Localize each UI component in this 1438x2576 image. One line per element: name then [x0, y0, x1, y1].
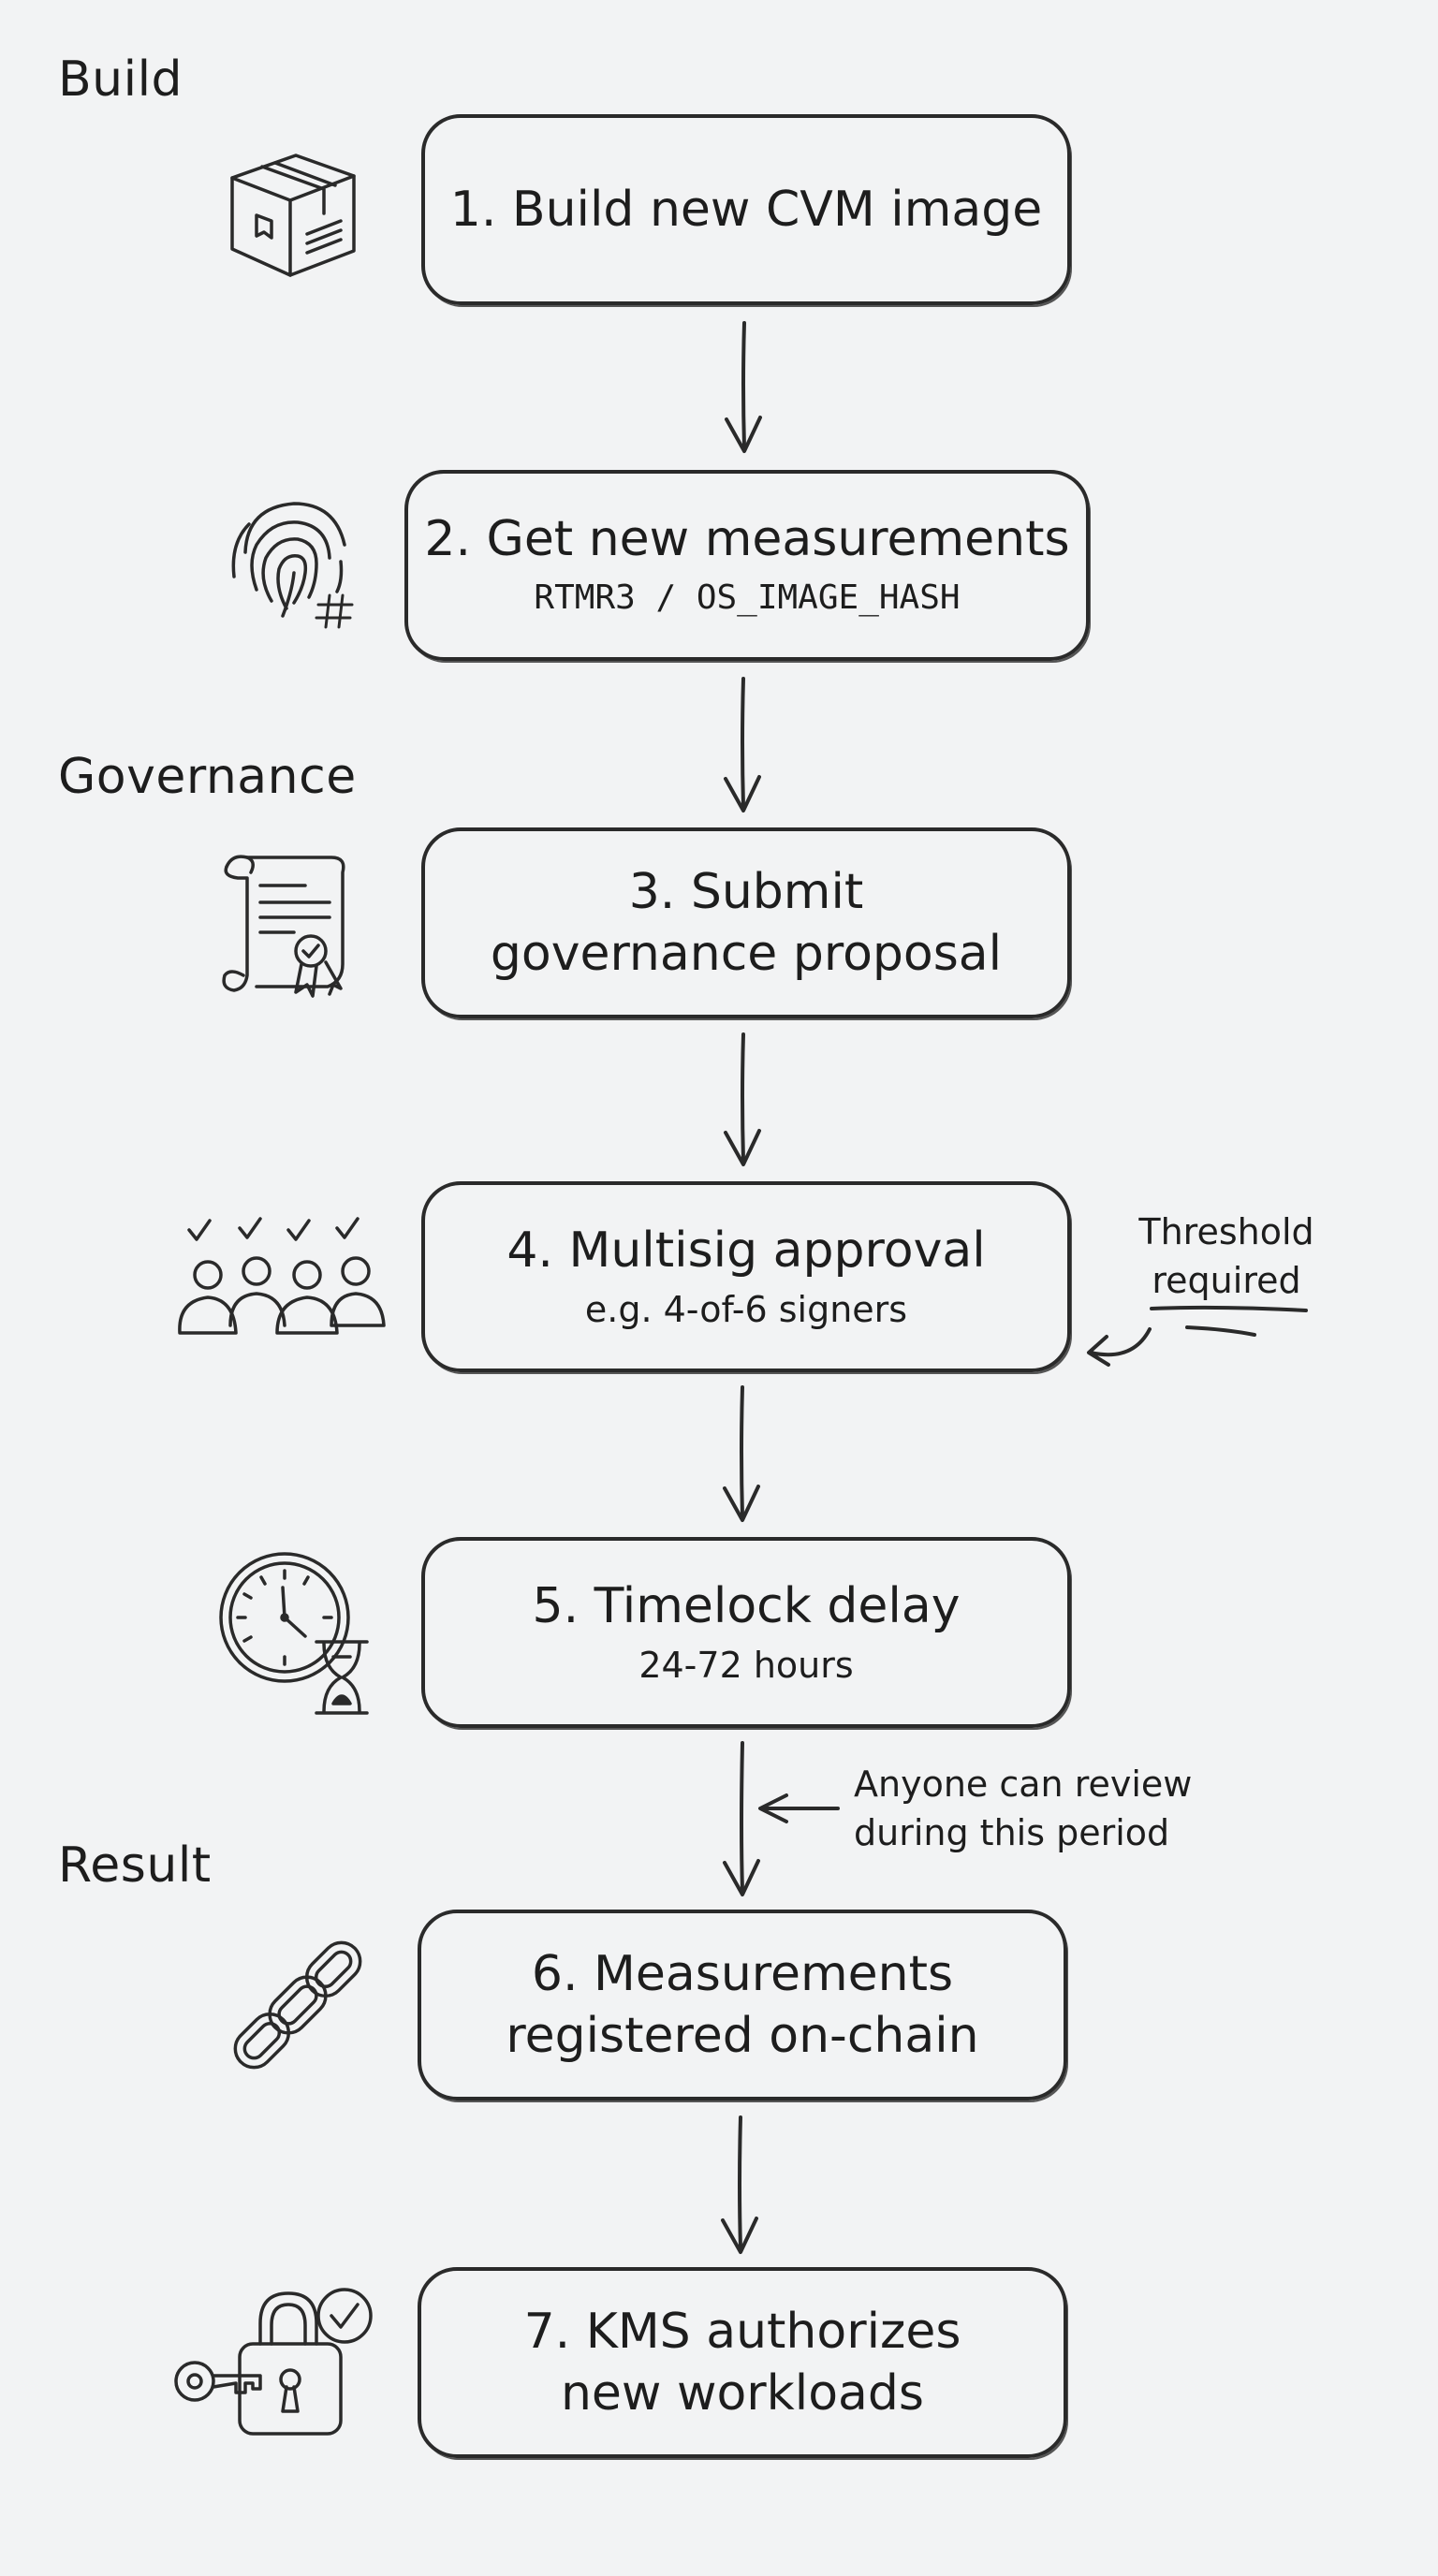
step-1-box: 1. Build new CVM image: [421, 114, 1071, 305]
certificate-scroll-icon: [219, 850, 360, 1000]
step-4-box: 4. Multisig approval e.g. 4-of-6 signers: [421, 1181, 1071, 1372]
step-5-title: 5. Timelock delay: [532, 1578, 961, 1634]
step-2-box: 2. Get new measurements RTMR3 / OS_IMAGE…: [404, 470, 1090, 661]
signers-group-icon: [176, 1215, 388, 1339]
step-5-subtitle: 24-72 hours: [638, 1645, 854, 1686]
step-1-title: 1. Build new CVM image: [449, 182, 1043, 238]
step-4-title: 4. Multisig approval: [506, 1222, 986, 1279]
clock-hourglass-icon: [215, 1548, 374, 1717]
step-5-box: 5. Timelock delay 24-72 hours: [421, 1537, 1071, 1728]
review-note: Anyone can review during this period: [854, 1764, 1193, 1853]
chain-link-icon: [213, 1921, 382, 2089]
arrow-1-to-2: [725, 321, 762, 453]
step-2-title: 2. Get new measurements: [424, 511, 1070, 567]
step-4-subtitle: e.g. 4-of-6 signers: [584, 1289, 908, 1330]
section-label-result: Result: [58, 1837, 212, 1894]
step-3-title: 3. Submit governance proposal: [490, 864, 1003, 982]
arrow-4-to-5: [723, 1385, 760, 1522]
arrow-5-to-6: [723, 1741, 760, 1896]
step-2-subtitle: RTMR3 / OS_IMAGE_HASH: [534, 578, 961, 617]
step-7-title: 7. KMS authorizes new workloads: [523, 2304, 961, 2422]
arrow-6-to-7: [721, 2115, 758, 2254]
step-3-box: 3. Submit governance proposal: [421, 827, 1071, 1018]
step-6-title: 6. Measurements registered on-chain: [506, 1946, 979, 2064]
fingerprint-hash-icon: [219, 487, 365, 633]
threshold-note-arrow: [1087, 1305, 1308, 1367]
step-7-box: 7. KMS authorizes new workloads: [418, 2267, 1067, 2458]
section-label-governance: Governance: [58, 749, 357, 805]
arrow-3-to-4: [724, 1032, 761, 1166]
step-6-box: 6. Measurements registered on-chain: [418, 1910, 1067, 2100]
threshold-note: Threshold required: [1138, 1211, 1314, 1301]
review-note-arrow: [758, 1793, 840, 1823]
package-box-icon: [223, 139, 363, 279]
key-lock-icon: [170, 2284, 378, 2443]
section-label-build: Build: [58, 51, 183, 108]
arrow-2-to-3: [724, 677, 761, 812]
